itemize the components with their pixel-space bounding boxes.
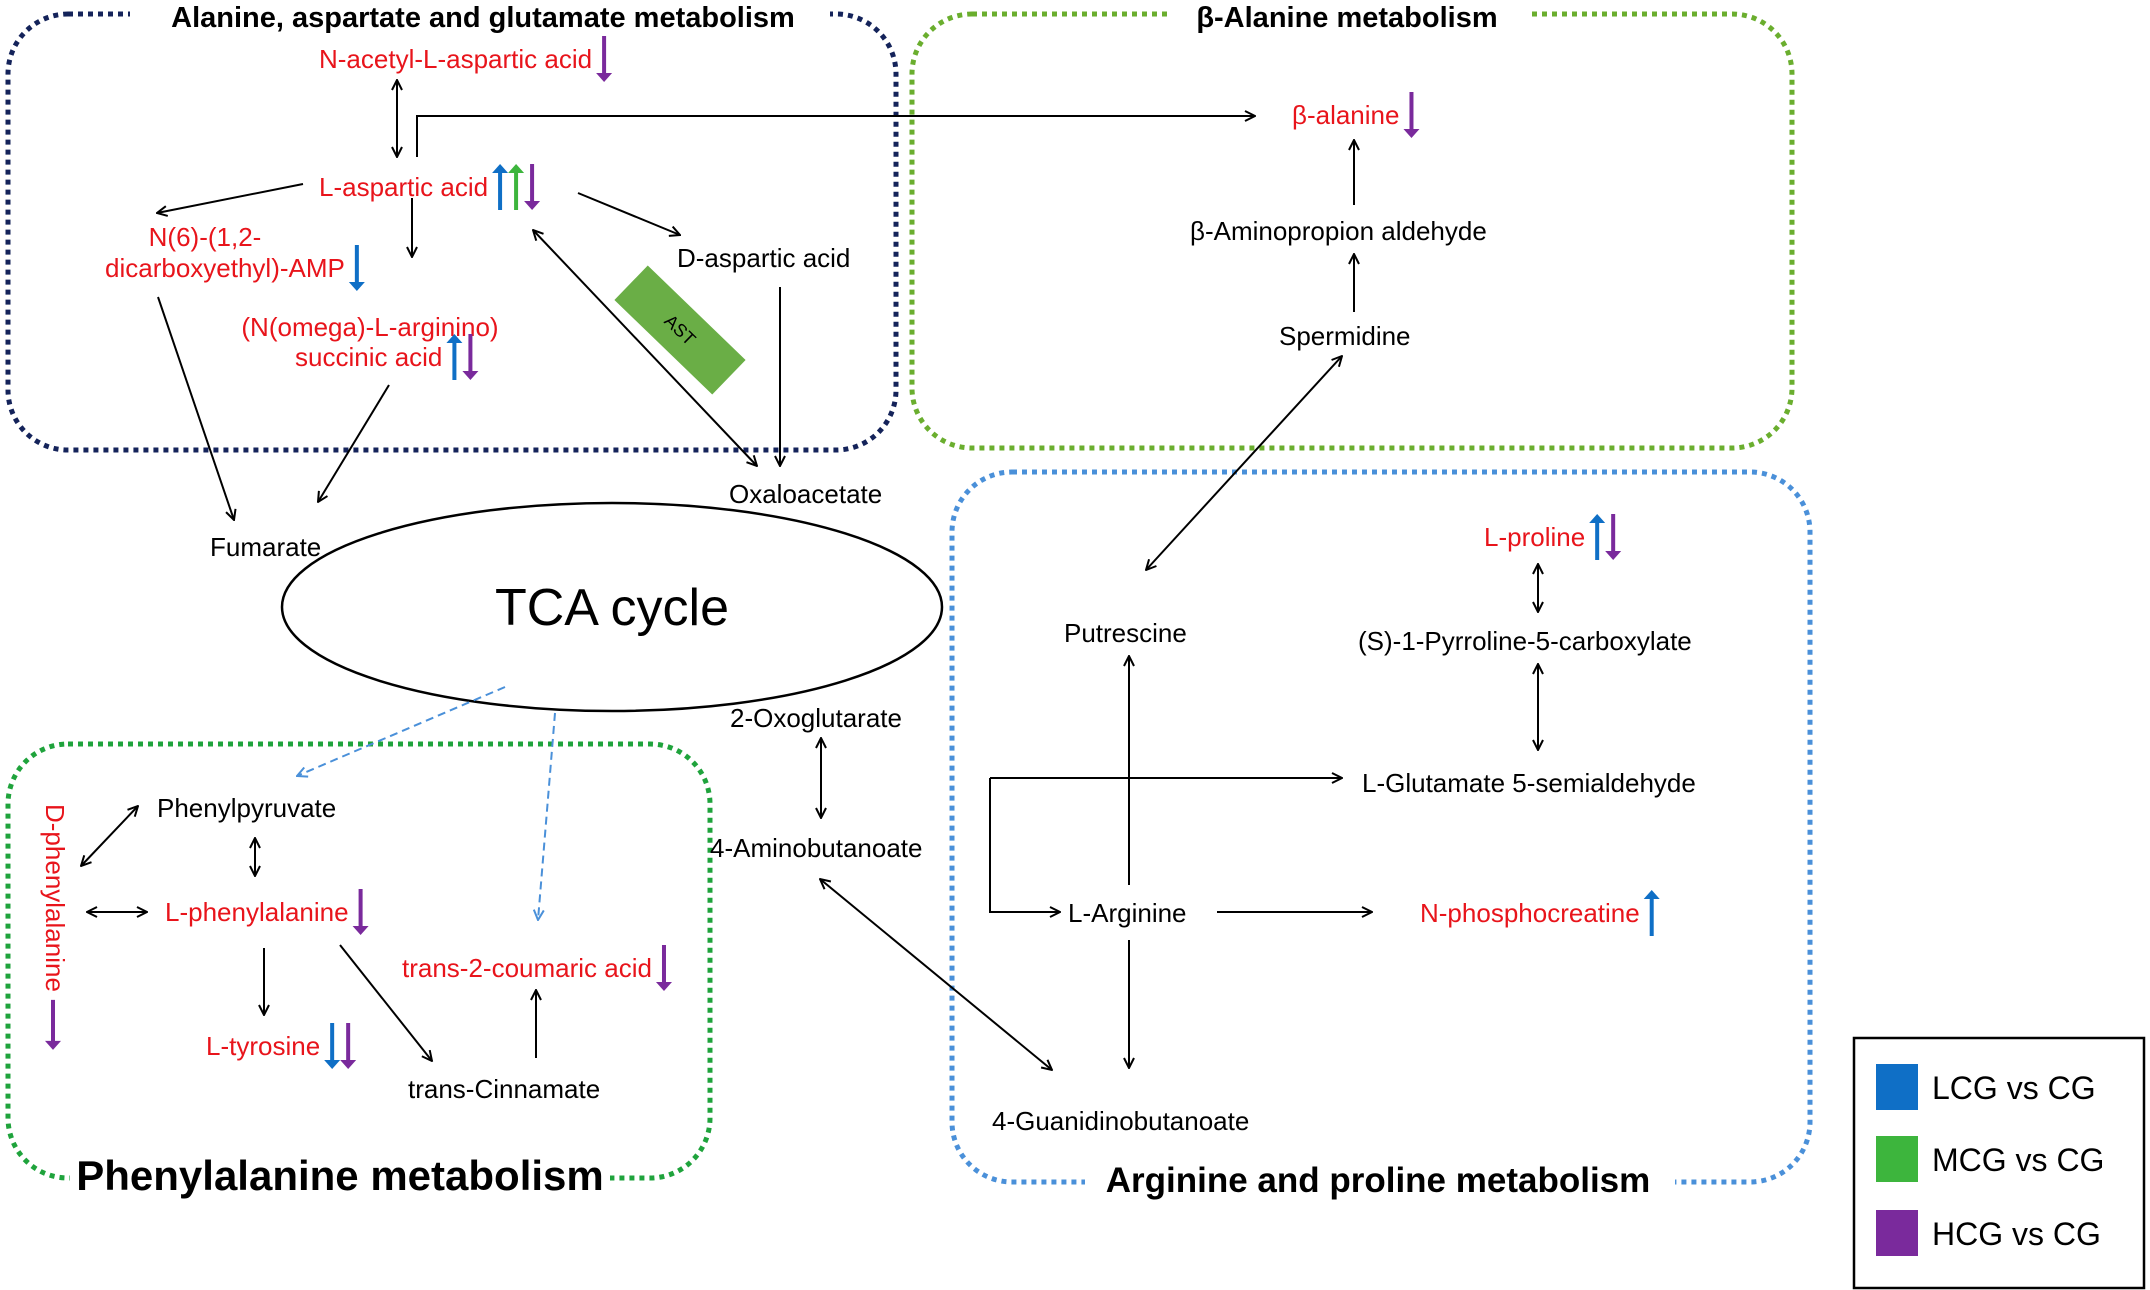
tca-cycle-ellipse <box>280 501 944 713</box>
metabolite-aminobutanoate: 4-Aminobutanoate <box>710 833 922 863</box>
title-alanine-aspartate: Alanine, aspartate and glutamate metabol… <box>171 2 795 34</box>
metabolite-n6-amp-line2: dicarboxyethyl)-AMP <box>105 253 345 283</box>
metabolite-spermidine: Spermidine <box>1279 321 1411 351</box>
change-arrow-hcg-down <box>462 334 479 380</box>
metabolite-oxaloacetate: Oxaloacetate <box>729 479 882 509</box>
arrow-argininosuccinic-fumarate <box>318 384 390 502</box>
change-indicators <box>45 36 1660 1069</box>
metabolite-pyrroline: (S)-1-Pyrroline-5-carboxylate <box>1358 626 1692 656</box>
change-arrow-mcg-up <box>508 164 525 210</box>
arrow-aminobutanoate-guanidinobutanoate <box>820 879 1052 1070</box>
legend-label-lcg: LCG vs CG <box>1932 1070 2096 1106</box>
change-arrow-hcg-down <box>1403 92 1420 138</box>
metabolite-guanidinobutanoate: 4-Guanidinobutanoate <box>992 1106 1249 1136</box>
metabolite-l-arginine: L-Arginine <box>1068 898 1187 928</box>
metabolite-putrescine: Putrescine <box>1064 618 1187 648</box>
metabolite-l-aspartic: L-aspartic acid <box>319 172 488 202</box>
legend-swatch-hcg <box>1876 1210 1918 1256</box>
metabolite-d-aspartic: D-aspartic acid <box>677 243 850 273</box>
title-arginine-proline: Arginine and proline metabolism <box>1106 1161 1651 1200</box>
metabolite-n-acetyl-aspartic: N-acetyl-L-aspartic acid <box>319 44 592 74</box>
metabolite-l-proline: L-proline <box>1484 522 1585 552</box>
box-phenylalanine <box>5 741 713 1181</box>
change-arrow-hcg-down <box>655 945 672 991</box>
legend-swatch-lcg <box>1876 1064 1918 1110</box>
ast-enzyme-box: AST <box>614 265 746 395</box>
change-arrow-hcg-down <box>352 889 369 935</box>
metabolite-beta-alanine: β-alanine <box>1292 100 1399 130</box>
reaction-arrows <box>81 80 1538 1070</box>
metabolite-l-tyrosine: L-tyrosine <box>206 1031 320 1061</box>
change-arrow-lcg-up <box>1589 514 1606 560</box>
metabolite-n-phosphocreatine: N-phosphocreatine <box>1420 898 1640 928</box>
metabolite-glutamate-semialdehyde: L-Glutamate 5-semialdehyde <box>1362 768 1696 798</box>
metabolite-d-phenylalanine: D-phenylalanine <box>40 804 70 992</box>
legend-swatch-mcg <box>1876 1136 1918 1182</box>
arrow-aspartic-beta-alanine <box>416 116 1255 157</box>
tca-cycle-label: TCA cycle <box>495 579 729 637</box>
title-beta-alanine: β-Alanine metabolism <box>1196 2 1497 34</box>
arrow-lphenylalanine-cinnamate <box>339 944 432 1061</box>
change-arrow-lcg-down <box>348 245 365 291</box>
dashed-tca-phenylpyruvate <box>297 686 506 776</box>
change-arrow-hcg-down <box>596 36 613 82</box>
dashed-tca-coumaric <box>538 712 556 920</box>
box-arginine-proline <box>949 469 1813 1185</box>
change-arrow-lcg-up <box>446 334 463 380</box>
metabolite-trans-cinnamate: trans-Cinnamate <box>408 1074 600 1104</box>
change-arrow-lcg-up <box>1643 890 1660 936</box>
metabolite-beta-aminopropion: β-Aminopropion aldehyde <box>1190 216 1487 246</box>
metabolite-fumarate: Fumarate <box>210 532 321 562</box>
arrow-to-arginine <box>989 778 1060 912</box>
title-phenylalanine: Phenylalanine metabolism <box>76 1152 604 1199</box>
metabolite-argininosuccinic-line1: (N(omega)-L-arginino) <box>241 312 498 342</box>
change-arrow-hcg-down <box>340 1023 357 1069</box>
metabolite-oxoglutarate: 2-Oxoglutarate <box>730 703 902 733</box>
arrow-aspartic-oxaloacetate <box>533 230 757 466</box>
legend-label-mcg: MCG vs CG <box>1932 1142 2104 1178</box>
legend-label-hcg: HCG vs CG <box>1932 1216 2101 1252</box>
metabolite-l-phenylalanine: L-phenylalanine <box>165 897 349 927</box>
metabolite-n6-amp-line1: N(6)-(1,2- <box>149 222 262 252</box>
arrow-aspartic-n6amp <box>157 183 304 213</box>
box-alanine-aspartate <box>5 11 899 453</box>
legend: LCG vs CG MCG vs CG HCG vs CG <box>1852 1036 2146 1290</box>
change-arrow-lcg-down <box>324 1023 341 1069</box>
metabolite-argininosuccinic-line2: succinic acid <box>295 342 442 372</box>
arrow-aspartic-daspartic <box>577 192 680 235</box>
arrow-n6amp-fumarate <box>157 296 234 520</box>
metabolite-phenylpyruvate: Phenylpyruvate <box>157 793 336 823</box>
change-arrow-hcg-down <box>524 164 541 210</box>
metabolite-trans2coumaric: trans-2-coumaric acid <box>402 953 652 983</box>
change-arrow-hcg-down <box>45 999 61 1050</box>
change-arrow-lcg-up <box>492 164 509 210</box>
change-arrow-hcg-down <box>1605 514 1622 560</box>
arrow-phenylpyruvate-dphenylalanine <box>81 806 138 866</box>
metabolite-labels: N-acetyl-L-aspartic acid L-aspartic acid… <box>40 44 1696 1136</box>
arrow-spermidine-putrescine <box>1146 356 1342 570</box>
